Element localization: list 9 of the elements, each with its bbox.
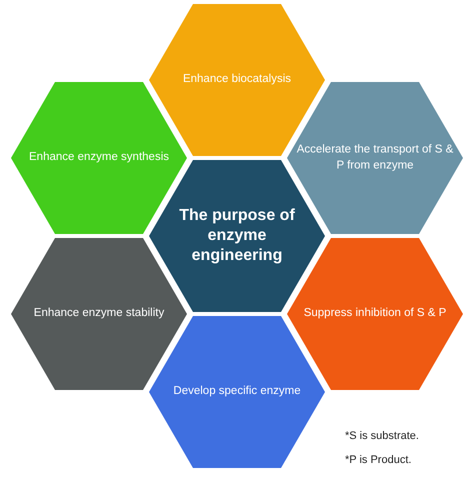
center-title: The purpose of enzyme engineering [178,206,296,266]
footnote: *P is Product. [345,454,412,466]
hexagon-label: Enhance enzyme stability [32,306,166,322]
hexagon-label: Suppress inhibition of S & P [302,306,448,322]
hexagon-label: Enhance enzyme synthesis [28,150,170,166]
hexagon-label: Enhance biocatalysis [182,72,292,88]
footnote: *S is substrate. [345,430,419,442]
hexagon-label: Develop specific enzyme [172,384,302,400]
hexagon-label: Accelerate the transport of S & P from enzyme [296,142,454,173]
